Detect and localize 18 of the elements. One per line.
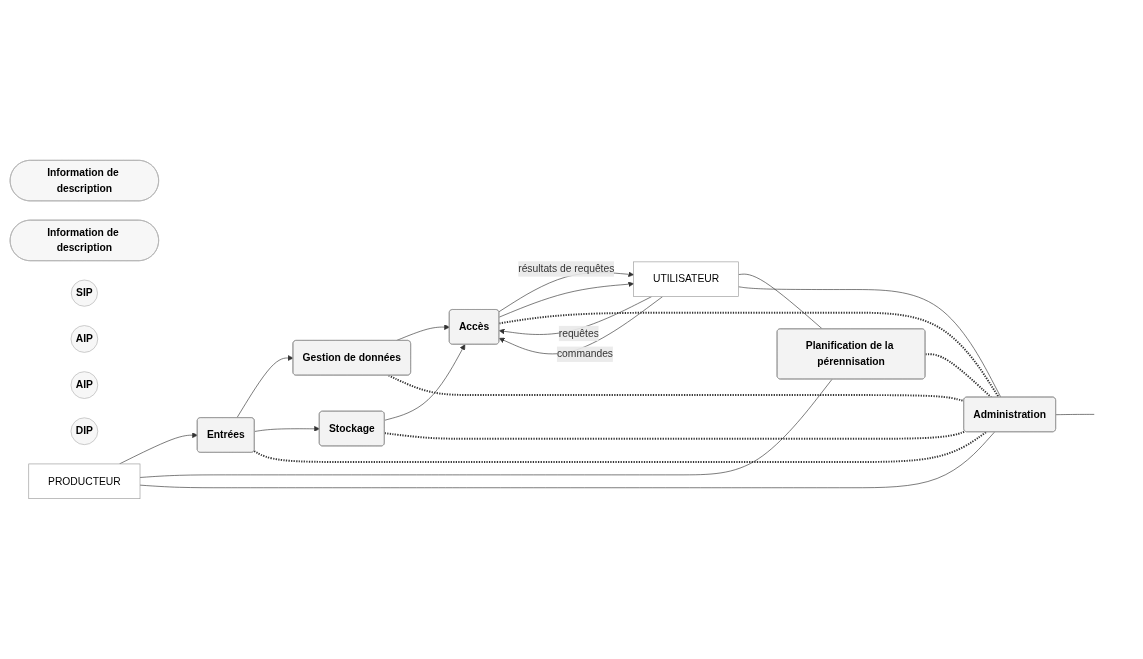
connector [738, 286, 1002, 398]
connector [738, 273, 823, 330]
connector [139, 431, 995, 489]
connector [253, 431, 988, 463]
node-box: PRODUCTEUR [28, 463, 141, 499]
connector [924, 353, 993, 399]
edge-label: commandes [556, 348, 614, 360]
connector [139, 379, 833, 478]
node-box: UTILISATEUR [633, 261, 739, 297]
connector [1055, 414, 1095, 416]
edge-label: résultats de requêtes [518, 263, 615, 275]
connector [498, 311, 1000, 399]
edge-label: requêtes [558, 327, 599, 339]
node-circle: DIP [70, 417, 99, 445]
node-circle: AIP [70, 371, 99, 399]
node-circle: SIP [70, 279, 98, 307]
connector [387, 374, 965, 403]
node-circle: AIP [70, 325, 99, 353]
